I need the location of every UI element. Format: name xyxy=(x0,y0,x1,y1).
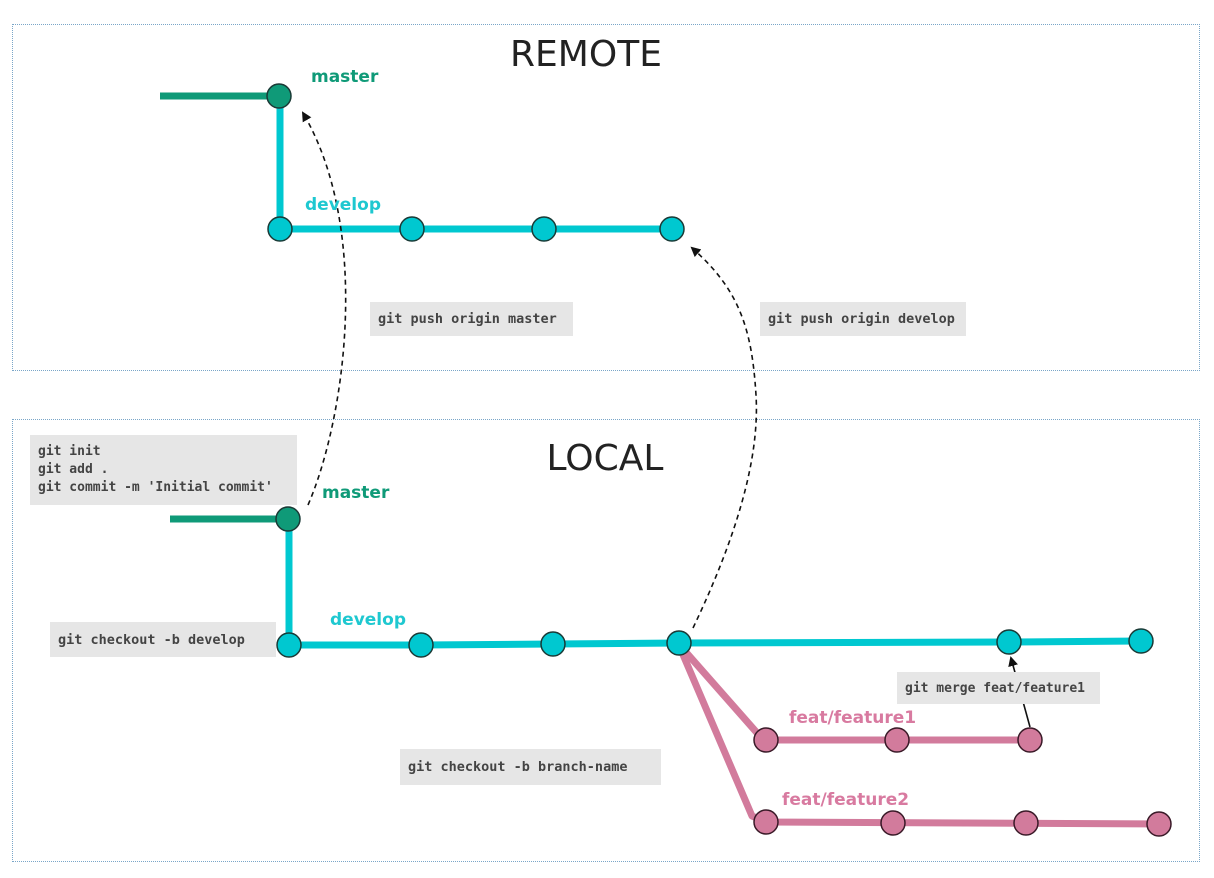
remote-develop-label: develop xyxy=(305,195,381,215)
push-master-command: git push origin master xyxy=(370,302,573,336)
remote-panel xyxy=(12,24,1200,371)
init-command-line: git add . xyxy=(38,462,109,477)
local-develop-commit xyxy=(996,629,1022,655)
merge-command: git merge feat/feature1 xyxy=(897,672,1100,704)
feature1-label: feat/feature1 xyxy=(789,708,917,728)
push-develop-arrow xyxy=(690,246,758,629)
remote-title: REMOTE xyxy=(510,34,662,75)
init-command-line: git commit -m 'Initial commit' xyxy=(38,480,273,495)
remote-develop-commit xyxy=(267,216,293,242)
push-develop-command: git push origin develop xyxy=(760,302,966,336)
local-develop-commit xyxy=(408,632,434,658)
local-title: LOCAL xyxy=(546,438,664,479)
feature1-commit xyxy=(753,727,779,753)
local-develop-commit xyxy=(1128,628,1154,654)
remote-develop-commit xyxy=(659,216,685,242)
feature2-commit xyxy=(1146,811,1172,837)
push-master-command-text: git push origin master xyxy=(378,311,557,327)
feature2-commit xyxy=(1013,810,1039,836)
local-develop-label: develop xyxy=(330,610,406,630)
feature2-label: feat/feature2 xyxy=(782,790,910,810)
feature2-commit xyxy=(753,809,779,835)
push-master-arrow xyxy=(301,111,347,506)
checkout-branch-command-text: git checkout -b branch-name xyxy=(408,759,628,775)
remote-master-label: master xyxy=(311,67,379,87)
init-command-line: git init xyxy=(38,444,101,459)
remote-master-commit xyxy=(266,83,292,109)
feature1-commit xyxy=(1017,727,1043,753)
local-panel xyxy=(12,419,1200,862)
local-master-commit xyxy=(275,506,301,532)
checkout-branch-command: git checkout -b branch-name xyxy=(400,749,661,785)
local-develop-commit xyxy=(276,632,302,658)
feature1-commit xyxy=(884,727,910,753)
init-commands: git init git add . git commit -m 'Initia… xyxy=(30,435,297,505)
checkout-develop-command-text: git checkout -b develop xyxy=(58,631,245,648)
local-master-label: master xyxy=(322,483,390,503)
local-develop-commit xyxy=(666,630,692,656)
checkout-develop-command: git checkout -b develop xyxy=(50,622,276,657)
remote-develop-commit xyxy=(531,216,557,242)
merge-command-text: git merge feat/feature1 xyxy=(905,680,1086,696)
local-develop-line xyxy=(285,519,1142,649)
remote-develop-commit xyxy=(399,216,425,242)
local-develop-commit xyxy=(540,631,566,657)
feature2-commit xyxy=(880,810,906,836)
push-develop-command-text: git push origin develop xyxy=(768,311,955,327)
